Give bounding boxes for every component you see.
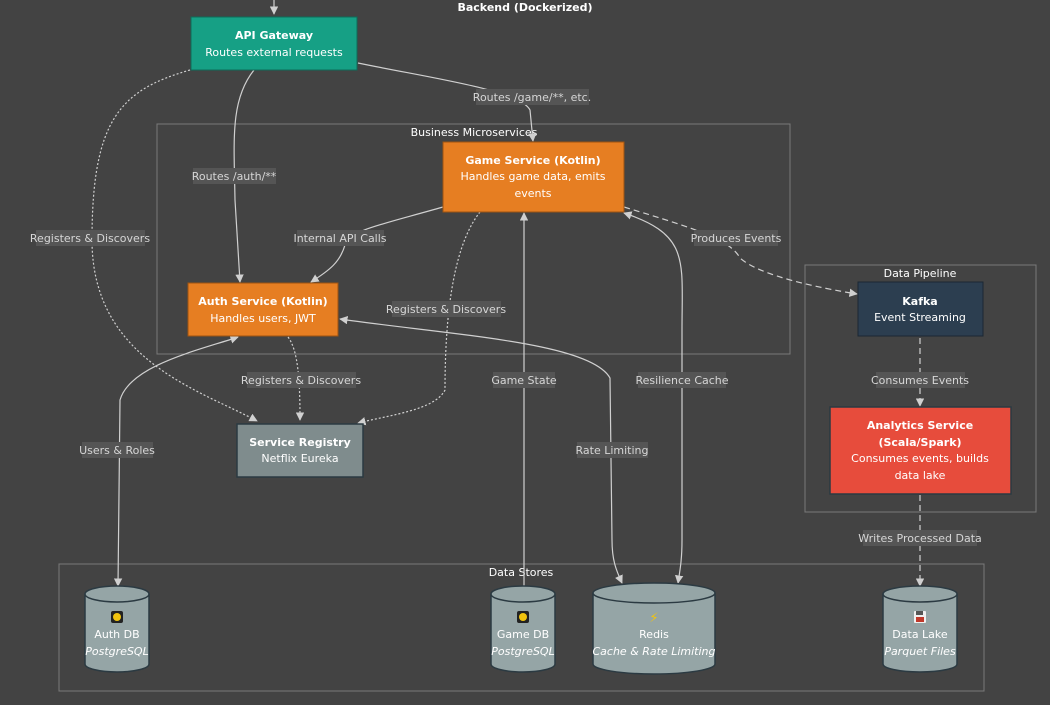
node-api-gateway[interactable]: API Gateway Routes external requests: [190, 16, 358, 71]
label-registers-auth: Registers & Discovers: [241, 374, 361, 387]
label-rate-limiting: Rate Limiting: [576, 444, 649, 457]
edge-auth-redis: [339, 315, 623, 584]
diagram-title: Backend (Dockerized): [457, 1, 592, 14]
game-db-subtitle: PostgreSQL: [491, 645, 554, 658]
node-game-service[interactable]: Game Service (Kotlin) Handles game data,…: [442, 141, 625, 213]
label-routes-auth: Routes /auth/**: [192, 170, 277, 183]
analytics-title: Analytics Service: [867, 419, 973, 432]
edges: [91, 62, 925, 599]
label-registers-game: Registers & Discovers: [386, 303, 506, 316]
edge-auth-registry: [287, 336, 305, 421]
game-service-title: Game Service (Kotlin): [465, 154, 600, 167]
floppy-disk-icon: [914, 611, 926, 623]
redis-subtitle: Cache & Rate Limiting: [592, 645, 715, 658]
game-db-title: Game DB: [497, 628, 549, 641]
analytics-desc-2: data lake: [895, 469, 946, 482]
api-gateway-title: API Gateway: [235, 29, 313, 42]
kafka-title: Kafka: [902, 295, 937, 308]
edge-game-kafka: [623, 206, 858, 297]
label-routes-game: Routes /game/**, etc.: [473, 91, 591, 104]
store-game-db[interactable]: Game DB PostgreSQL: [490, 585, 556, 673]
cluster-data-pipeline: [804, 264, 1037, 513]
edge-labels: Routes /game/**, etc. Routes /auth/** Re…: [30, 89, 982, 546]
database-icon: [517, 611, 529, 623]
database-icon: [111, 611, 123, 623]
store-data-lake[interactable]: Data Lake Parquet Files: [882, 585, 958, 673]
node-service-registry[interactable]: Service Registry Netflix Eureka: [236, 423, 364, 478]
data-lake-title: Data Lake: [892, 628, 948, 641]
label-consumes-events: Consumes Events: [871, 374, 969, 387]
lightning-icon: ⚡: [649, 611, 658, 626]
game-service-desc-2: events: [514, 187, 551, 200]
auth-db-title: Auth DB: [94, 628, 139, 641]
cluster-stores-label: Data Stores: [489, 566, 554, 579]
api-gateway-desc: Routes external requests: [205, 46, 343, 59]
cluster-pipeline-label: Data Pipeline: [884, 267, 957, 280]
service-registry-title: Service Registry: [249, 436, 351, 449]
auth-service-title: Auth Service (Kotlin): [198, 295, 327, 308]
node-auth-service[interactable]: Auth Service (Kotlin) Handles users, JWT: [187, 282, 339, 337]
node-kafka[interactable]: Kafka Event Streaming: [857, 281, 984, 337]
kafka-desc: Event Streaming: [874, 311, 966, 324]
label-users-roles: Users & Roles: [79, 444, 155, 457]
edge-game-redis: [623, 211, 684, 584]
edge-gateway-auth: [233, 69, 255, 283]
label-internal-api: Internal API Calls: [293, 232, 386, 245]
auth-service-desc: Handles users, JWT: [210, 312, 316, 325]
edge-gateway-game: [357, 62, 537, 142]
edge-auth-authdb: [113, 335, 239, 587]
game-service-desc-1: Handles game data, emits: [460, 170, 605, 183]
label-writes-data: Writes Processed Data: [858, 532, 982, 545]
label-game-state: Game State: [491, 374, 557, 387]
auth-db-subtitle: PostgreSQL: [85, 645, 148, 658]
data-lake-subtitle: Parquet Files: [884, 645, 956, 658]
label-produces-events: Produces Events: [691, 232, 782, 245]
label-registers-gateway: Registers & Discovers: [30, 232, 150, 245]
label-resilience-cache: Resilience Cache: [635, 374, 728, 387]
cluster-business-label: Business Microservices: [411, 126, 538, 139]
service-registry-desc: Netflix Eureka: [261, 452, 338, 465]
store-redis[interactable]: ⚡ Redis Cache & Rate Limiting: [592, 582, 716, 675]
analytics-desc-1: Consumes events, builds: [851, 452, 989, 465]
store-auth-db[interactable]: Auth DB PostgreSQL: [84, 585, 150, 673]
analytics-title-2: (Scala/Spark): [878, 436, 961, 449]
node-analytics-service[interactable]: Analytics Service (Scala/Spark) Consumes…: [829, 406, 1012, 495]
redis-title: Redis: [639, 628, 669, 641]
